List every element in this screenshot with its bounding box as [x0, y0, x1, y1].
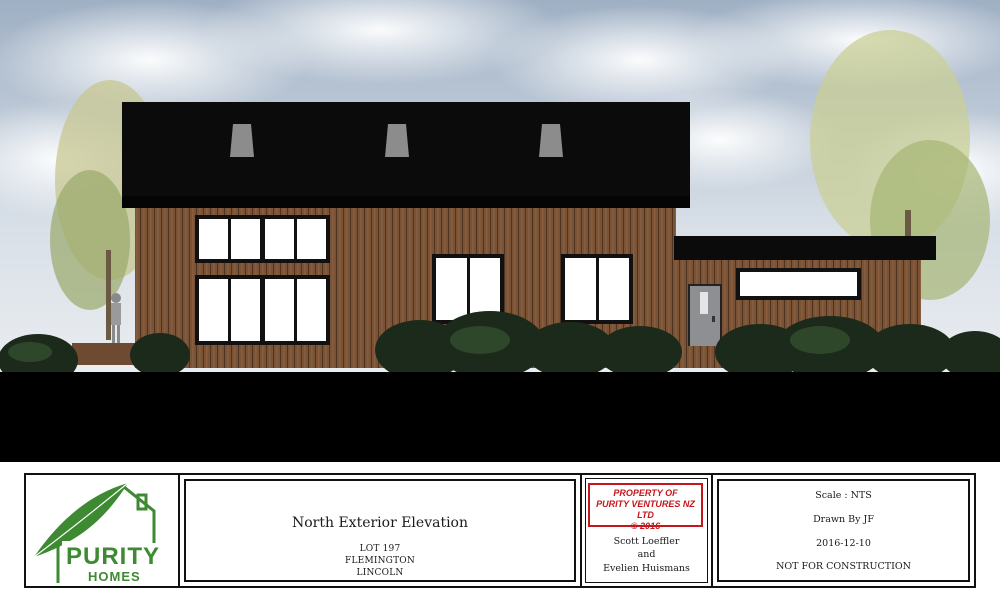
stamp-line-1: PROPERTY OF	[613, 488, 678, 498]
logo-cell: PURITY HOMES	[26, 475, 180, 586]
owner-cell: PROPERTY OF PURITY VENTURES NZ LTD © 201…	[582, 475, 713, 586]
stamp-line-3: © 2016	[630, 521, 661, 531]
town: LINCOLN	[356, 568, 404, 578]
title-block: PURITY HOMES North Exterior Elevation LO…	[24, 473, 976, 588]
scale-label: Scale : NTS	[815, 490, 872, 501]
deck-fence	[72, 343, 136, 365]
drawing-title: North Exterior Elevation	[291, 515, 469, 531]
stamp-line-2: PURITY VENTURES NZ LTD	[596, 499, 695, 520]
owner-name-2: Evelien Huismans	[603, 563, 690, 574]
brand-name: PURITY	[66, 543, 161, 570]
construction-status: NOT FOR CONSTRUCTION	[776, 561, 911, 572]
house-elevation-illustration	[0, 0, 1000, 462]
owner-conjunction: and	[637, 549, 656, 560]
suburb: FLEMINGTON	[345, 556, 415, 566]
leaf-house-icon	[33, 482, 156, 583]
ground	[0, 372, 1000, 462]
person-figure	[111, 293, 121, 343]
drawn-by-label: Drawn By JF	[813, 514, 874, 525]
annex-roof	[674, 236, 936, 260]
drawing-date: 2016-12-10	[816, 538, 871, 549]
skylights	[230, 124, 563, 157]
drawing-info-cell: North Exterior Elevation LOT 197 FLEMING…	[180, 475, 582, 586]
drawing-meta-cell: Scale : NTS Drawn By JF 2016-12-10 NOT F…	[713, 475, 974, 586]
elevation-rendering	[0, 0, 1000, 462]
front-door	[688, 284, 722, 346]
property-stamp: PROPERTY OF PURITY VENTURES NZ LTD © 201…	[588, 483, 703, 531]
lot-number: LOT 197	[359, 544, 401, 554]
owner-name-1: Scott Loeffler	[613, 536, 680, 547]
brand-subtitle: HOMES	[88, 569, 141, 584]
